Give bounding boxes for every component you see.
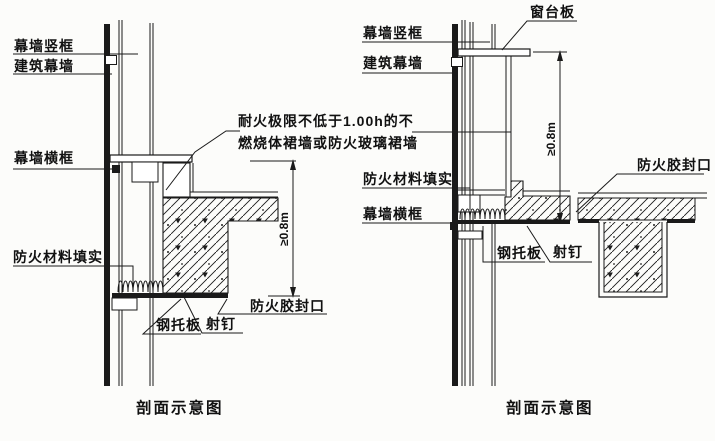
left-steel-plate <box>112 293 228 298</box>
left-steel-plate-leader <box>141 298 201 335</box>
left-fire-sealant-label: 防火胶封口 <box>250 298 325 314</box>
right-fire-sealant-leader <box>575 173 704 213</box>
left-shot-nail-label: 射钉 <box>205 316 236 332</box>
left-transom-bar <box>109 154 193 163</box>
left-dim-arrow-top <box>290 159 296 170</box>
left-shot-nail-leader <box>183 296 243 334</box>
right-steel-plate <box>455 220 570 224</box>
right-windowsill-label: 窗台板 <box>530 4 575 20</box>
fire-rating-note: 耐火极限不低于1.00h的不 燃烧体裙墙或防火玻璃裙墙 <box>165 113 511 191</box>
right-curtain-wall-thick-line <box>452 24 458 386</box>
left-fire-sealant-leader <box>217 298 327 315</box>
right-transom-label: 幕墙横框 <box>362 206 423 222</box>
left-caption: 剖面示意图 <box>136 398 224 417</box>
fire-note-leader-left <box>165 130 240 191</box>
right-slab-soffit-left <box>578 219 599 223</box>
right-dim-arrow-top <box>557 50 563 61</box>
right-lower-bracket <box>457 230 483 240</box>
right-beam-inner-wall <box>603 222 663 293</box>
fire-note-line2: 燃烧体裙墙或防火玻璃裙墙 <box>238 135 418 151</box>
left-firestop-label: 防火材料填实 <box>13 249 103 265</box>
right-caption: 剖面示意图 <box>506 398 594 417</box>
right-shot-nail-label: 射钉 <box>552 244 583 260</box>
left-firestop-leader <box>13 265 134 289</box>
left-mullion-label: 幕墙竖框 <box>13 38 74 54</box>
right-wall-connector-box <box>451 57 463 67</box>
right-steel-plate-leader <box>482 226 545 263</box>
right-transom-anchor <box>450 222 458 230</box>
left-floor-slab-outline <box>162 197 279 294</box>
left-wall-connector-box <box>105 55 117 65</box>
right-fire-sealant-label: 防火胶封口 <box>637 157 712 173</box>
right-beam-specks <box>604 222 662 292</box>
right-slab-soffit-right <box>667 219 695 223</box>
right-slab-outline <box>577 197 696 221</box>
left-steel-plate-label: 钢托板 <box>156 317 201 333</box>
right-beam-outer-wall <box>598 222 668 298</box>
right-upstand-outline <box>504 180 571 221</box>
left-apron-wall-panel <box>162 162 191 198</box>
left-mineral-wool <box>117 280 164 293</box>
left-transom-bracket <box>131 161 159 183</box>
right-mineral-wool <box>459 208 506 220</box>
right-dimension-text: ≥0.8m <box>544 122 558 156</box>
left-dim-arrow-bottom <box>290 287 296 298</box>
right-firestop-leader <box>362 187 471 210</box>
right-windowsill-board <box>457 48 531 57</box>
right-section-diagram: ≥0.8m 窗台板 幕墙竖框 建筑幕墙 防火材料填实 幕墙横框 钢托板 射钉 防… <box>362 4 712 417</box>
right-curtain-wall-label: 建筑幕墙 <box>363 55 423 71</box>
right-windowsill-leader <box>501 20 577 51</box>
left-dimension-text: ≥0.8m <box>277 212 291 246</box>
left-curtain-wall-label: 建筑幕墙 <box>14 58 74 74</box>
right-shot-nail-leader <box>526 225 592 263</box>
right-mullion-label: 幕墙竖框 <box>362 25 423 41</box>
left-transom-label: 幕墙横框 <box>13 150 74 166</box>
left-dimension: ≥0.8m <box>250 159 300 298</box>
right-firestop-label: 防火材料填实 <box>363 171 453 187</box>
left-transom-anchor <box>112 165 120 173</box>
left-lower-bracket <box>111 297 138 311</box>
right-dimension: ≥0.8m <box>533 50 567 224</box>
right-steel-plate-label: 钢托板 <box>497 245 542 261</box>
left-section-diagram: ≥0.8m 幕墙竖框 建筑幕墙 幕墙横框 防火材料填实 钢托板 射钉 防火胶封口… <box>13 20 327 417</box>
right-dim-arrow-bottom <box>557 213 563 224</box>
fire-note-line1: 耐火极限不低于1.00h的不 <box>238 113 414 129</box>
left-curtain-wall-thick-line <box>104 24 110 386</box>
